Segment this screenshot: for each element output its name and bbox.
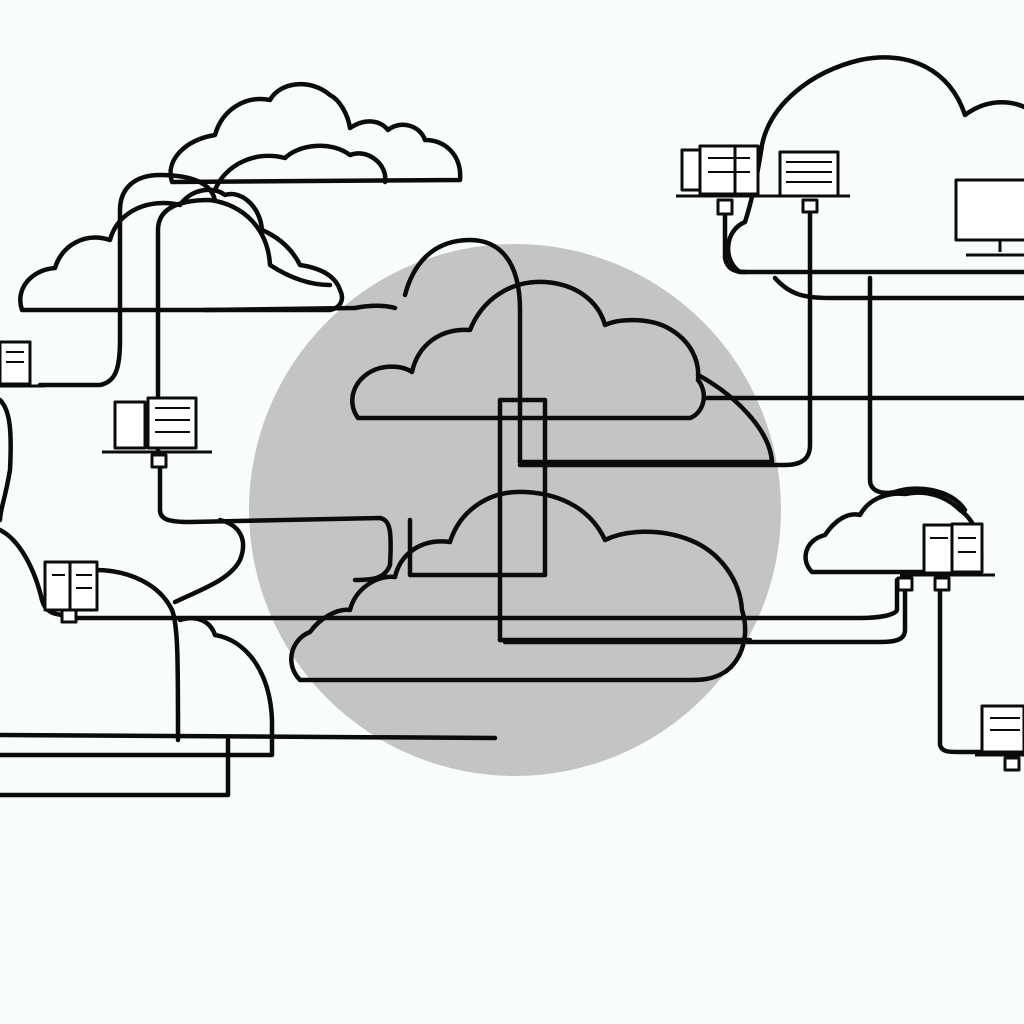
cloud-icon	[725, 55, 1024, 275]
cable-line	[0, 615, 275, 758]
cable-line	[937, 577, 993, 755]
cloud-icon	[350, 279, 707, 421]
server-icon	[676, 144, 850, 216]
cable-line	[407, 397, 548, 643]
server-icon	[43, 560, 99, 624]
server-icon	[896, 522, 995, 592]
central-disc	[249, 244, 781, 776]
cable-line	[517, 202, 813, 468]
cable-line	[202, 303, 398, 313]
cable-line	[722, 202, 748, 275]
cable-line	[155, 197, 333, 453]
server-icon	[778, 150, 840, 214]
cable-line	[67, 577, 900, 621]
cloud-icon	[168, 81, 463, 185]
monitor-icon	[954, 178, 1024, 257]
cable-line	[772, 275, 1024, 301]
cable-line	[402, 237, 523, 465]
cable-line	[37, 172, 218, 388]
cable-line	[517, 372, 775, 465]
cloud-icon	[18, 187, 345, 313]
cable-line	[0, 397, 13, 523]
cloud-icon	[803, 490, 984, 575]
cable-line	[0, 527, 68, 618]
server-icon	[975, 704, 1024, 772]
cable-line	[172, 517, 246, 605]
cable-line	[502, 577, 908, 645]
cable-line	[92, 567, 181, 743]
server-icon	[102, 396, 212, 469]
cloud-icon	[212, 143, 388, 193]
cable-line	[0, 732, 498, 741]
server-icon	[0, 340, 45, 388]
cable-line	[0, 737, 231, 798]
cable-line	[157, 459, 393, 583]
cloud-icon	[289, 489, 748, 683]
